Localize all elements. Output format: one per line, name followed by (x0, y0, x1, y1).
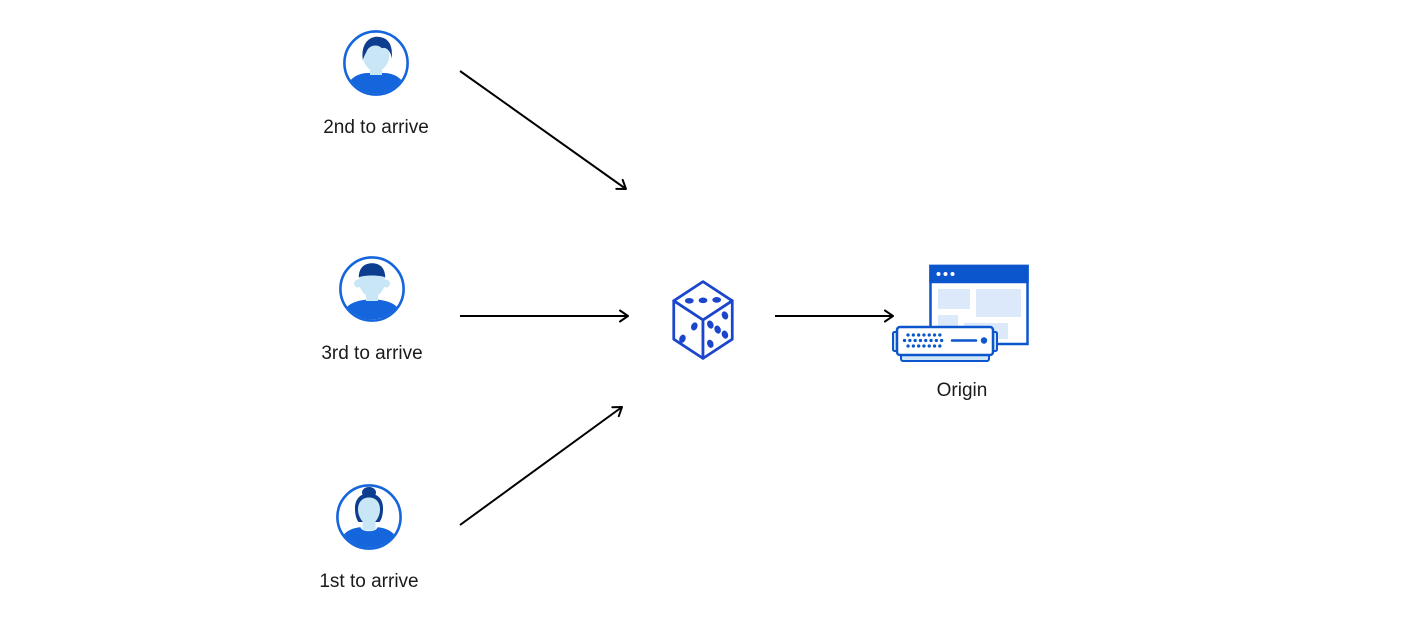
male-avatar-swept-hair-icon (343, 30, 409, 96)
origin-node: Origin (892, 262, 1032, 402)
arrow-first-to-dice (459, 406, 623, 526)
dice-icon (672, 280, 734, 360)
user-node-second: 2nd to arrive (291, 30, 461, 139)
male-avatar-short-hair-icon (339, 256, 405, 322)
user-label-second: 2nd to arrive (323, 117, 429, 138)
origin-label: Origin (936, 380, 988, 401)
server-icon (892, 325, 998, 362)
origin-server-browser-icon (892, 264, 1029, 362)
user-label-first: 1st to arrive (319, 571, 419, 592)
user-node-third: 3rd to arrive (287, 256, 457, 365)
female-avatar-bun-icon (336, 484, 402, 550)
dice-node (671, 276, 735, 364)
user-node-first: 1st to arrive (284, 484, 454, 593)
arrow-second-to-dice (459, 70, 627, 190)
user-label-third: 3rd to arrive (321, 343, 423, 364)
